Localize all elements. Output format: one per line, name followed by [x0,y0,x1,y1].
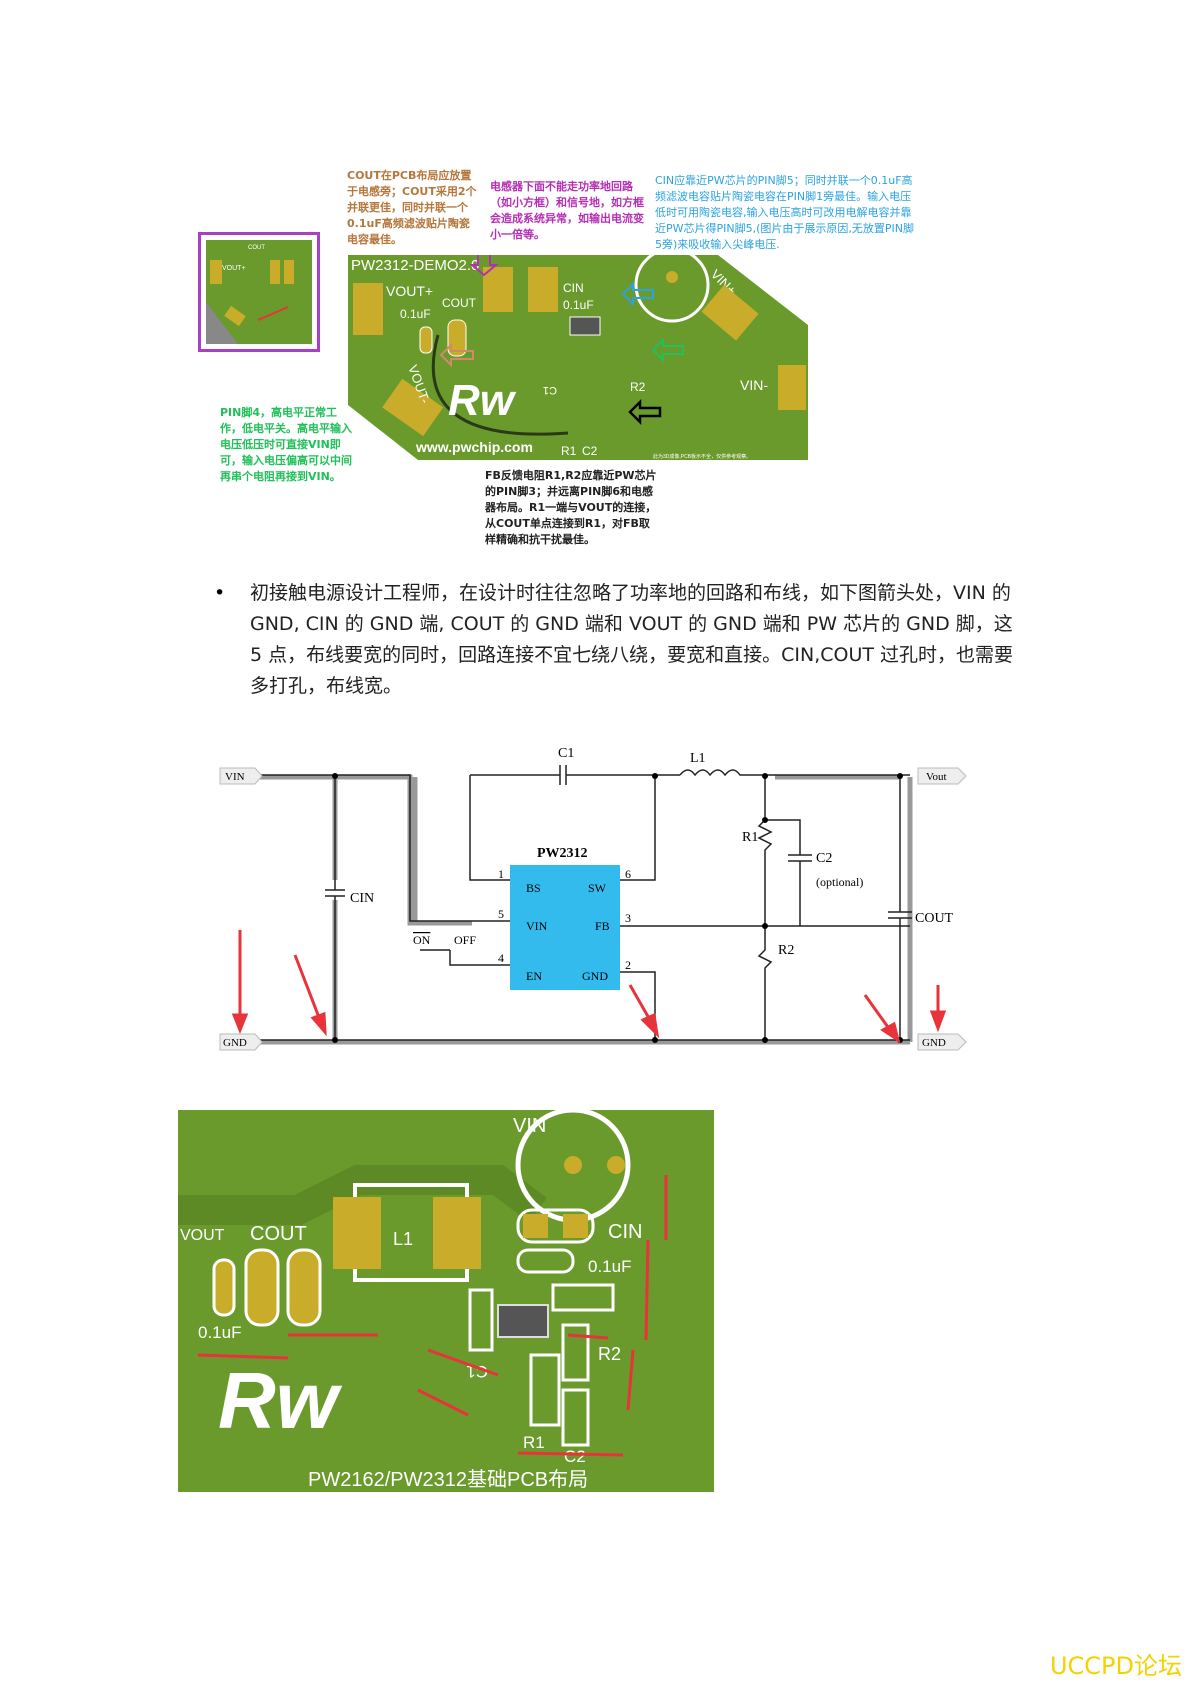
r1-label: R1 [742,830,758,845]
arrow-icon [257,306,289,321]
gnd-port-right: GND [922,1037,946,1049]
arrow-down-icon [469,255,499,277]
pw-logo: Rw [218,1356,343,1445]
cin-cap-label: 0.1uF [588,1257,631,1276]
pin-bs: BS [526,881,541,895]
pin-num: 6 [625,867,631,881]
r1-label: R1 [523,1433,545,1452]
pw2312-chip [510,865,620,990]
pin-gnd: GND [582,969,608,983]
cout-label: COUT [442,296,477,310]
arrow-left-icon [621,281,654,307]
annotation-pin4: PIN脚4，高电平正常工作，低电平关。高电平输入电压低压时可直接VIN即可，输入… [220,406,352,483]
annotation-fb: FB反馈电阻R1,R2应靠近PW芯片的PIN脚3；并远离PIN脚6和电感器布局。… [485,469,657,546]
arrow-left-icon [651,337,684,363]
cap-label: 0.1uF [400,307,431,321]
chip-label: PW2312 [537,846,588,861]
gnd-port-left: GND [223,1037,247,1049]
arrow-icon [197,1353,289,1360]
cap-label: 0.1uF [198,1323,241,1342]
arrow-icon [863,994,892,1031]
annotation-cout: COUT在PCB布局应放置于电感旁；COUT采用2个并联更佳，同时并联一个0.1… [347,169,477,246]
arrow-icon [567,1333,609,1340]
arrow-icon [427,1348,499,1377]
pcb-layout-image: L1 VOUT COUT 0.1uF VIN CIN 0.1uF R2 C1 R… [178,1110,714,1492]
pin-num: 5 [498,907,504,921]
r2-label: R2 [778,943,794,958]
vin-label: VIN [513,1115,546,1137]
pcb-3d-image: PW2312-DEMO2.0 VOUT+ 0.1uF COUT VOUT- CI… [348,255,808,460]
c1-label: C1 [543,384,557,396]
on-label: ON [413,933,431,947]
cin-label: CIN [350,891,374,906]
arrow-left-icon [628,398,662,426]
arrow-icon [626,1349,635,1411]
pin-num: 1 [498,867,504,881]
vin-minus-label: VIN- [740,377,768,393]
body-paragraph: 初接触电源设计工程师，在设计时往往忽略了功率地的回路和布线，如下图箭头处，VIN… [250,582,1014,697]
pin-vin: VIN [526,919,548,933]
r1-label: R1 [561,444,577,458]
off-label: OFF [454,933,476,947]
inset-cout-label: COUT [248,245,265,251]
bullet: • [214,582,226,604]
cout-label: COUT [915,911,954,926]
pcb-note: 此为3D成像,PCB板示不全，仅供参考观察。 [653,453,751,460]
r2-label: R2 [630,380,646,394]
arrow-icon [417,1388,469,1417]
annotation-inductor: 电感器下面不能走功率地回路（如小方框）和信号地，如方框会造成系统异常，如输出电流… [490,180,644,241]
pcb-inset-image: COUT VOUT+ [198,232,320,352]
pin-num: 3 [625,911,631,925]
pcb-caption: PW2162/PW2312基础PCB布局 [308,1468,588,1491]
schematic-diagram: PW2312 BS SW VIN FB EN GND 1 5 4 6 3 2 C… [219,746,967,1051]
inset-vout-label: VOUT+ [222,265,246,272]
l1-label: L1 [393,1229,413,1249]
pin-num: 4 [498,951,504,965]
c2-label: C2 [564,1447,586,1466]
arrow-left-icon [439,342,474,368]
vout-label: VOUT [180,1227,225,1244]
watermark: UCCPD论坛 [1049,1652,1182,1680]
pin-num: 2 [625,958,631,972]
url-label: www.pwchip.com [415,439,533,455]
vin-port: VIN [225,771,245,783]
arrow-icon [628,984,652,1021]
cin-label: CIN [563,281,584,295]
cin-cap-label: 0.1uF [563,298,594,312]
c2-label: C2 [582,444,598,458]
annotation-cin: CIN应靠近PW芯片的PIN脚5；同时并联一个0.1uF高频滤波电容贴片陶瓷电容… [655,174,915,251]
pin-sw: SW [588,881,607,895]
pin-en: EN [526,969,542,983]
arrow-icon [293,954,322,1021]
vout-plus-label: VOUT+ [386,283,433,299]
r2-label: R2 [598,1344,621,1364]
cout-label: COUT [250,1223,307,1245]
l1-label: L1 [690,751,706,766]
c2-label: C2 [816,851,832,866]
arrow-icon [517,1451,624,1457]
pcb-title: PW2312-DEMO2.0 [351,257,479,274]
arrow-icon [644,1239,650,1341]
pin-fb: FB [595,919,610,933]
pw-logo: Rw [448,376,517,425]
optional-label: (optional) [816,875,863,889]
cin-label: CIN [608,1221,642,1243]
c1-label: C1 [558,746,574,761]
vout-port: Vout [926,771,947,783]
